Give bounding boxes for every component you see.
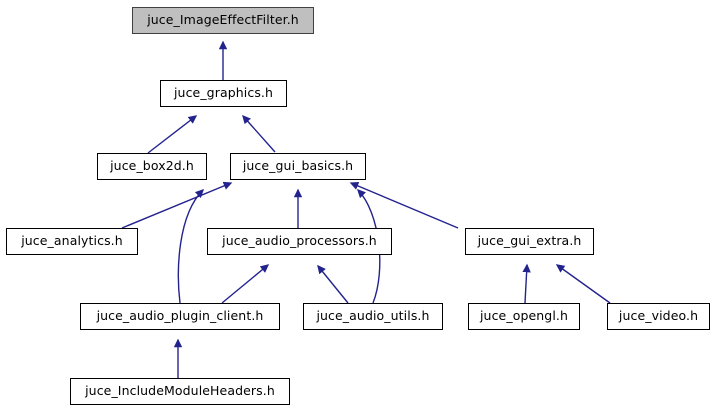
node-audio_processors[interactable]: juce_audio_processors.h (207, 228, 392, 255)
node-box2d[interactable]: juce_box2d.h (97, 153, 207, 180)
edge-video-to-gui_extra (555, 264, 611, 304)
edge-analytics-to-gui_basics (121, 181, 233, 229)
node-graphics[interactable]: juce_graphics.h (160, 80, 287, 107)
node-opengl[interactable]: juce_opengl.h (468, 303, 580, 330)
edge-audio_plugin_client-to-gui_basics (177, 189, 204, 304)
node-label: juce_analytics.h (21, 233, 123, 249)
node-label: juce_video.h (618, 308, 699, 324)
node-label: juce_box2d.h (110, 158, 194, 174)
node-label: juce_gui_basics.h (242, 158, 354, 174)
node-audio_plugin_client[interactable]: juce_audio_plugin_client.h (80, 303, 280, 330)
node-video[interactable]: juce_video.h (607, 303, 710, 330)
node-label: juce_IncludeModuleHeaders.h (85, 383, 275, 399)
node-label: juce_ImageEffectFilter.h (147, 12, 299, 28)
node-label: juce_gui_extra.h (477, 233, 582, 249)
edge-box2d-to-graphics (147, 115, 198, 154)
node-label: juce_audio_plugin_client.h (96, 308, 264, 324)
edge-audio_utils-to-audio_processors (317, 264, 349, 304)
node-label: juce_audio_processors.h (222, 233, 377, 249)
node-image_effect_filter[interactable]: juce_ImageEffectFilter.h (132, 7, 314, 34)
node-analytics[interactable]: juce_analytics.h (6, 228, 138, 255)
edge-audio_plugin_client-to-audio_processors (221, 264, 270, 304)
node-label: juce_audio_utils.h (316, 308, 430, 324)
node-label: juce_graphics.h (173, 85, 274, 101)
edge-gui_extra-to-gui_basics (349, 181, 459, 229)
edge-gui_basics-to-graphics (242, 114, 276, 153)
node-gui_basics[interactable]: juce_gui_basics.h (230, 153, 366, 180)
node-include_module_headers[interactable]: juce_IncludeModuleHeaders.h (70, 378, 290, 405)
node-label: juce_opengl.h (479, 308, 568, 324)
edge-opengl-to-gui_extra (522, 263, 531, 304)
node-gui_extra[interactable]: juce_gui_extra.h (465, 228, 594, 255)
node-audio_utils[interactable]: juce_audio_utils.h (303, 303, 443, 330)
